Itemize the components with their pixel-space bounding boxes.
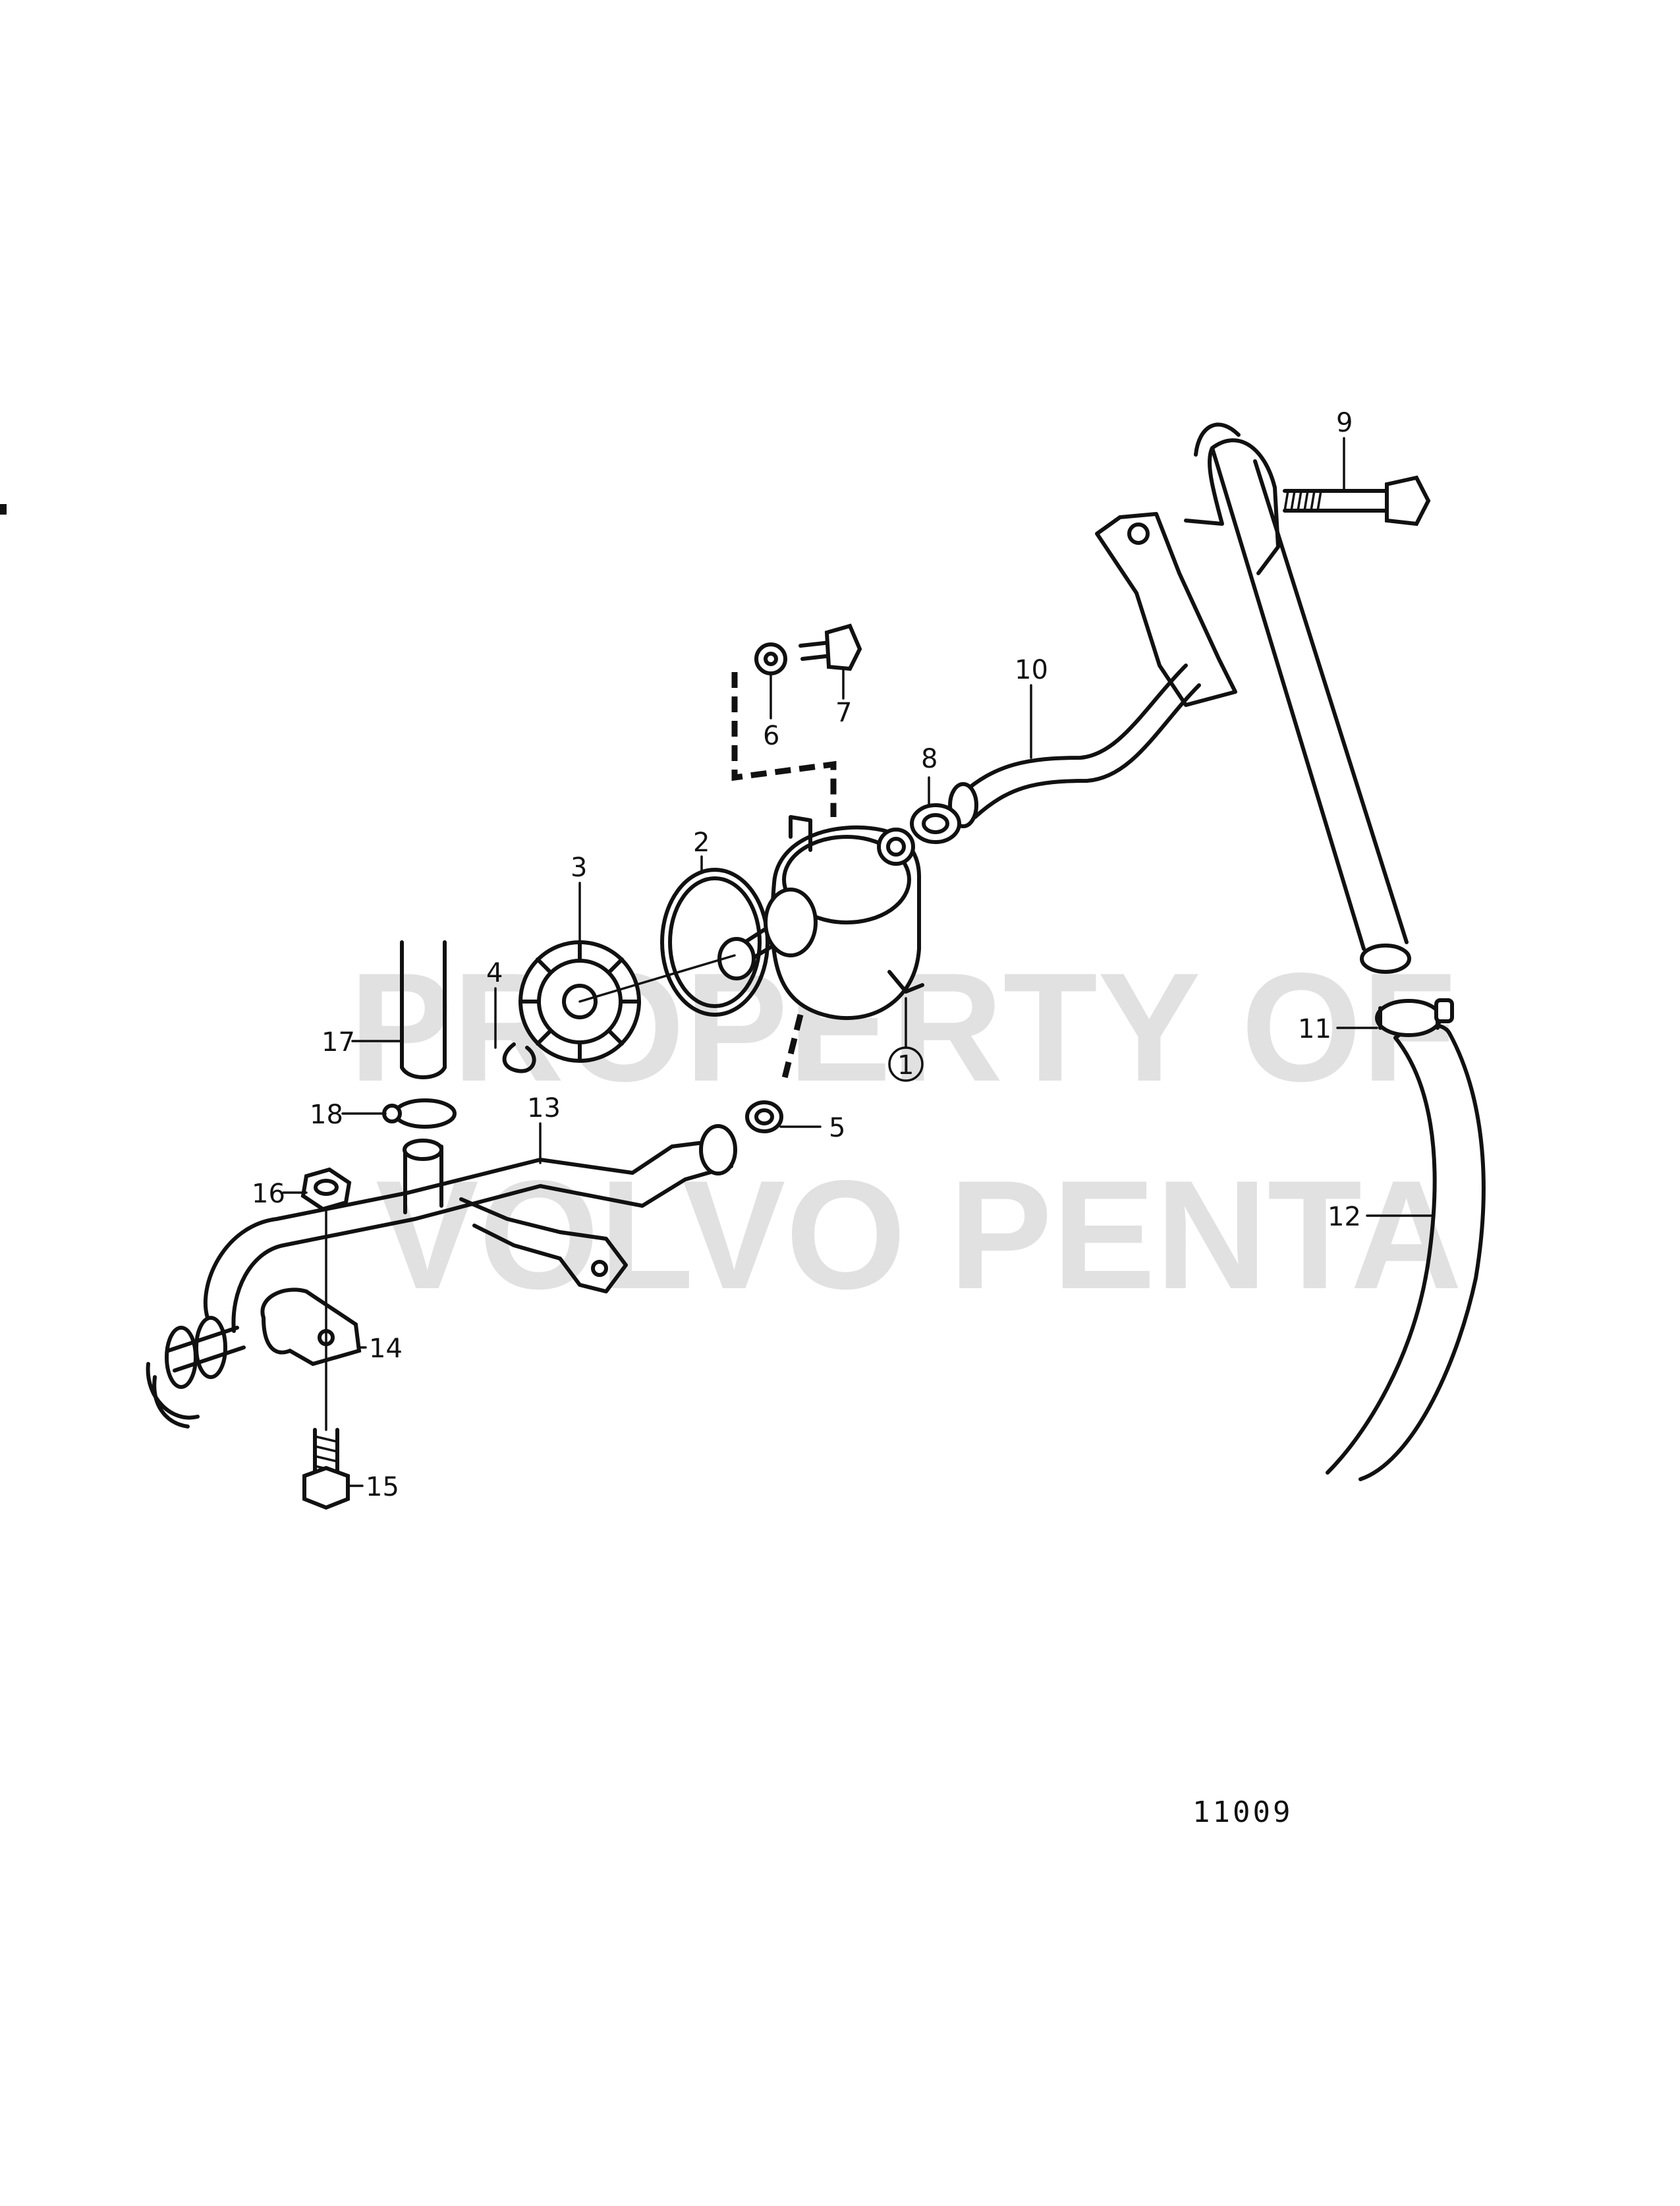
callout-7: 7	[835, 698, 852, 728]
tube-17	[400, 940, 447, 1079]
bolt-9	[1283, 475, 1431, 526]
callout-labels: 1 2 3 4 5 6 7 8 9 10 11 12 13 14 15 16 1…	[252, 408, 1361, 1502]
callout-11: 11	[1298, 1014, 1331, 1044]
callout-15: 15	[366, 1472, 399, 1502]
screw-7	[798, 623, 862, 671]
clamp-11	[1375, 998, 1454, 1037]
callout-12: 12	[1328, 1202, 1361, 1232]
nut-16	[300, 1167, 352, 1212]
callout-8: 8	[921, 744, 938, 774]
watermark-line-2: VOLVO PENTA	[376, 1148, 1462, 1321]
callout-10: 10	[1015, 655, 1048, 685]
bracket-14	[260, 1287, 362, 1367]
callout-5: 5	[829, 1113, 845, 1143]
callout-6: 6	[763, 721, 779, 751]
drawing-number: 11009	[1192, 1796, 1293, 1829]
pipe-13	[203, 1124, 737, 1333]
hose-clamp-left	[146, 1316, 246, 1428]
callout-1: 1	[897, 1050, 914, 1081]
washer-5	[745, 1100, 783, 1133]
pipe-10	[948, 664, 1201, 828]
retaining-ring-4	[502, 1042, 536, 1073]
dashed-leader-lower	[781, 1013, 804, 1082]
o-ring-2	[660, 868, 770, 1017]
bracket-plate	[1095, 512, 1237, 707]
dashed-leader-upper	[731, 672, 837, 817]
impeller-3	[518, 940, 736, 1063]
callout-leaders	[282, 437, 1434, 1487]
bolt-15	[302, 1208, 350, 1510]
callout-2: 2	[693, 828, 710, 858]
callout-13: 13	[527, 1093, 561, 1123]
washer-8	[910, 803, 961, 844]
callout-17: 17	[322, 1027, 355, 1058]
pipe-top-bend	[1184, 422, 1411, 974]
clip-18	[382, 1098, 457, 1129]
callout-14: 14	[369, 1334, 403, 1364]
pump-housing-1	[770, 815, 924, 1021]
pump-shaft	[717, 888, 818, 980]
margin-mark	[0, 504, 7, 515]
callout-16: 16	[252, 1179, 285, 1209]
callout-18: 18	[310, 1100, 343, 1130]
callout-4: 4	[486, 958, 503, 988]
callout-9: 9	[1336, 408, 1353, 438]
washer-6	[754, 642, 787, 675]
callout-3: 3	[571, 853, 587, 883]
